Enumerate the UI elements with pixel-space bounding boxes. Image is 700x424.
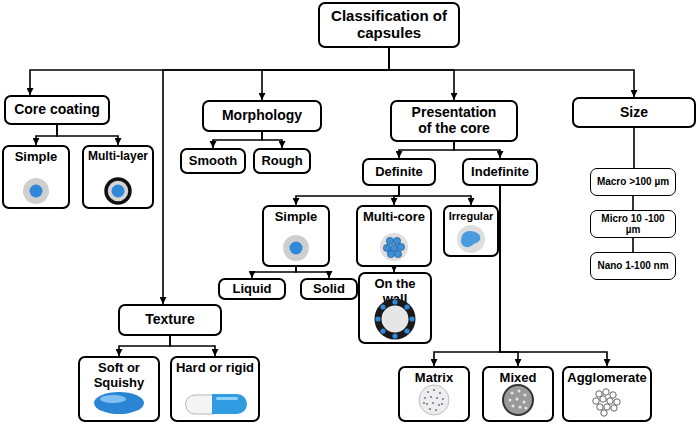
category-box: On the wall [358, 272, 432, 344]
category-box: Multi-core [356, 205, 432, 267]
node-label: Solid [313, 282, 345, 297]
node-label: Morphology [222, 108, 302, 124]
connector-arrow [262, 48, 389, 100]
category-box: Simple [262, 205, 330, 267]
node-label: Definite [375, 165, 423, 180]
node-label: Classification of capsules [324, 8, 454, 42]
node-label: Matrix [415, 371, 453, 386]
category-box: Liquid [218, 278, 286, 300]
category-box: Hard or rigid [170, 356, 260, 422]
connector-arrow [632, 196, 634, 210]
category-box: Classification of capsules [318, 2, 460, 48]
node-label: Size [620, 105, 648, 121]
category-box: Rough [253, 148, 311, 174]
category-box: Soft or Squishy [78, 356, 160, 422]
connector-arrow [389, 48, 454, 100]
connector-arrow [170, 336, 215, 356]
category-box: Multi-layer [82, 145, 154, 209]
connector-arrow [434, 186, 500, 366]
node-label: Simple [275, 210, 318, 225]
category-box: Simple [2, 145, 70, 209]
category-box: Presentation of the core [390, 100, 518, 142]
node-label: Irregular [449, 210, 494, 222]
node-label: Multi-core [363, 210, 425, 225]
connector-arrow [632, 238, 634, 252]
node-label: Mixed [500, 371, 537, 386]
node-label: Rough [261, 154, 302, 169]
node-label: Micro 10 -100 µm [593, 213, 673, 235]
node-label: Soft or Squishy [82, 361, 156, 390]
node-label: Agglomerate [567, 371, 646, 386]
connector-arrow [163, 48, 389, 304]
connector-arrow [633, 128, 635, 168]
connector-arrow [454, 142, 500, 158]
category-box: Texture [118, 304, 222, 336]
node-label: Hard or rigid [176, 361, 254, 376]
connector-arrow [213, 132, 262, 148]
connector-arrow [399, 186, 471, 205]
node-label: Macro >100 µm [597, 176, 669, 187]
category-box: Irregular [443, 205, 499, 257]
connector-arrow [296, 267, 329, 278]
category-box: Indefinite [462, 158, 538, 186]
node-label: Multi-layer [88, 150, 148, 163]
node-label: Liquid [233, 282, 272, 297]
connector-arrow [57, 125, 118, 145]
node-label: Smooth [189, 154, 237, 169]
category-box: Smooth [180, 148, 246, 174]
node-label: Simple [15, 150, 58, 165]
connector-arrow [119, 336, 170, 356]
category-box: Agglomerate [562, 366, 652, 422]
connector-arrow [252, 267, 296, 278]
node-label: Nano 1-100 nm [597, 260, 668, 271]
category-box: Solid [300, 278, 358, 300]
connector-arrow [399, 142, 454, 158]
category-box: Mixed [482, 366, 554, 422]
connector-arrow [30, 48, 389, 95]
category-box: Micro 10 -100 µm [590, 210, 676, 238]
category-box: Definite [362, 158, 436, 186]
node-label: Texture [145, 312, 195, 328]
category-box: Core coating [4, 95, 110, 125]
node-label: On the wall [362, 277, 428, 306]
category-box: Morphology [202, 100, 322, 132]
category-box: Matrix [398, 366, 470, 422]
connector-arrow [389, 48, 634, 97]
node-label: Indefinite [471, 165, 529, 180]
node-label: Presentation of the core [406, 105, 502, 136]
connector-arrow [500, 186, 518, 366]
category-box: Macro >100 µm [590, 168, 676, 196]
category-box: Size [572, 97, 696, 128]
category-box: Nano 1-100 nm [590, 252, 676, 280]
connector-arrow [36, 125, 57, 145]
connector-arrow [262, 132, 282, 148]
node-label: Core coating [14, 102, 100, 118]
connector-arrow [296, 186, 399, 205]
